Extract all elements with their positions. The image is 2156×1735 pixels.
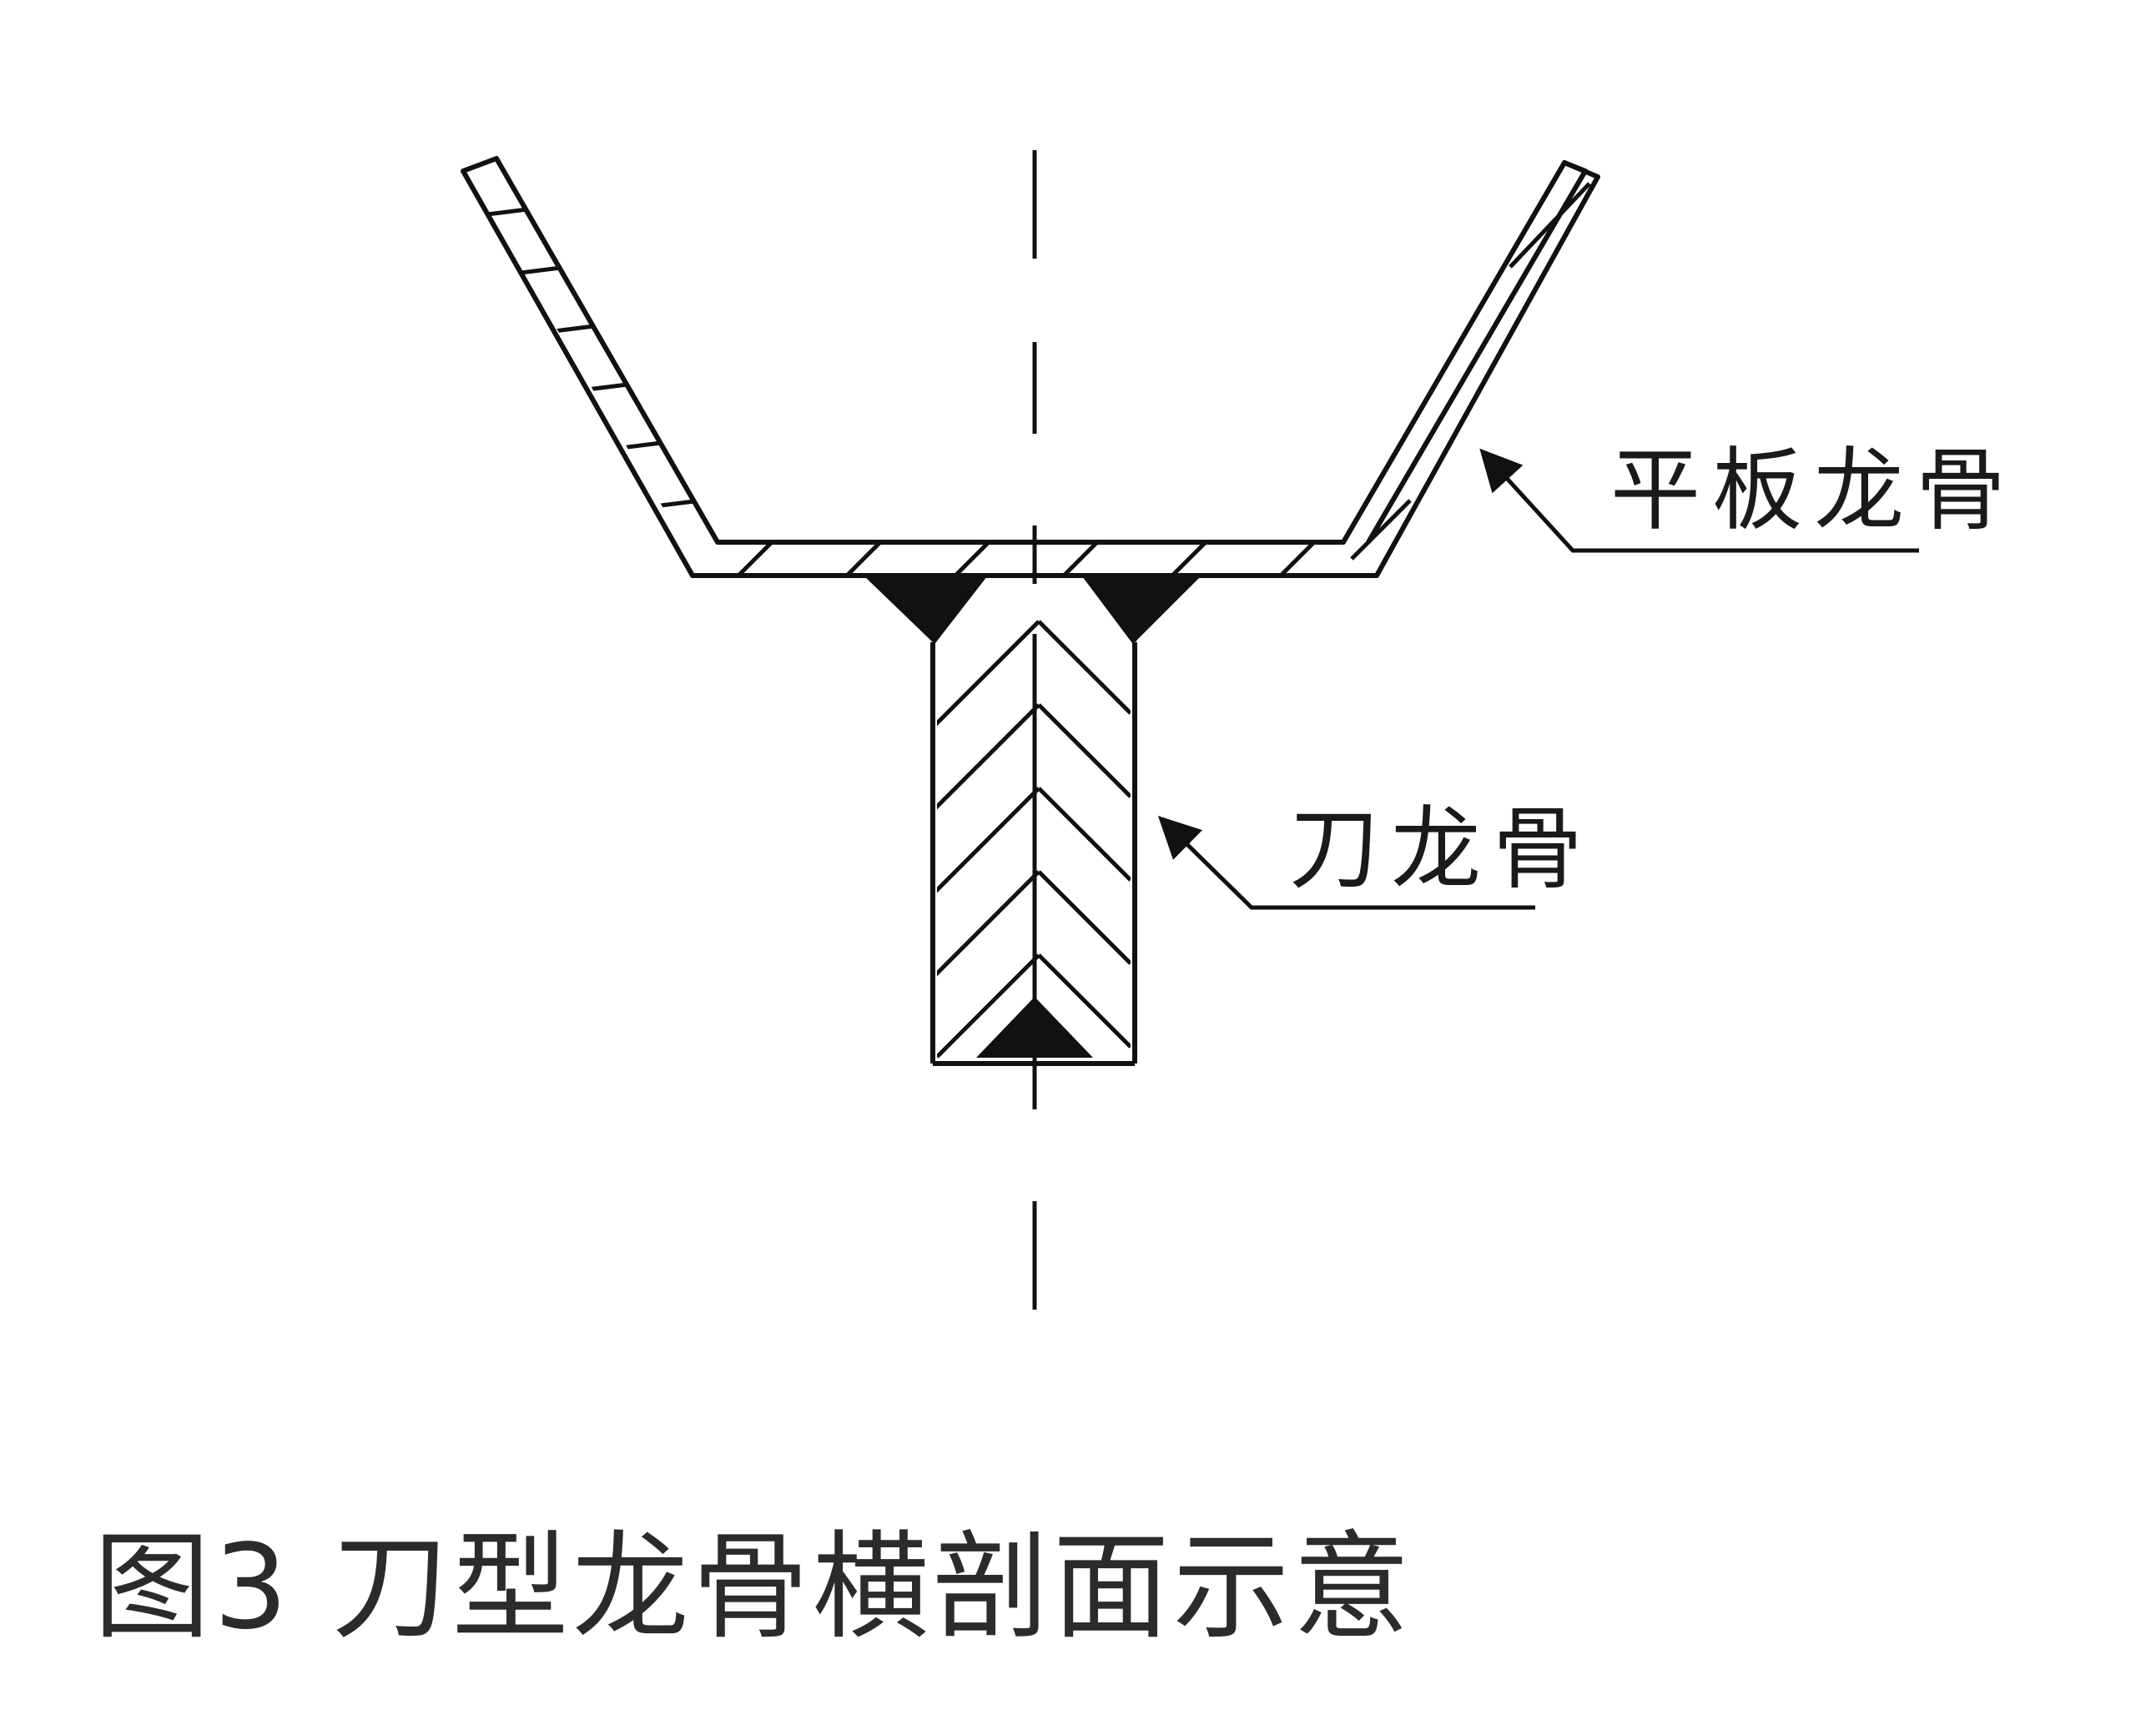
weld-fillets: [864, 576, 1201, 1058]
right-arm-hatching: [1350, 182, 1591, 561]
left-weld-fillet: [864, 576, 985, 642]
flat-keel-leader: [1479, 448, 1919, 553]
knife-keel: [930, 574, 1137, 1066]
flat-keel-plate: [461, 156, 1600, 578]
knife-left-hatching: [937, 620, 1039, 1058]
knife-keel-label: 刀龙骨: [1289, 797, 1594, 902]
bottom-weld: [976, 997, 1093, 1058]
figure-caption: 图3 刀型龙骨横剖面示意: [93, 1520, 1413, 1656]
knife-keel-leader: [1157, 815, 1535, 910]
right-weld-fillet: [1085, 576, 1201, 642]
plate-hatching: [733, 542, 1320, 576]
knife-right-hatching: [1039, 620, 1131, 1049]
flat-keel-label: 平板龙骨: [1610, 439, 2017, 543]
left-arm-hatching: [466, 206, 702, 511]
